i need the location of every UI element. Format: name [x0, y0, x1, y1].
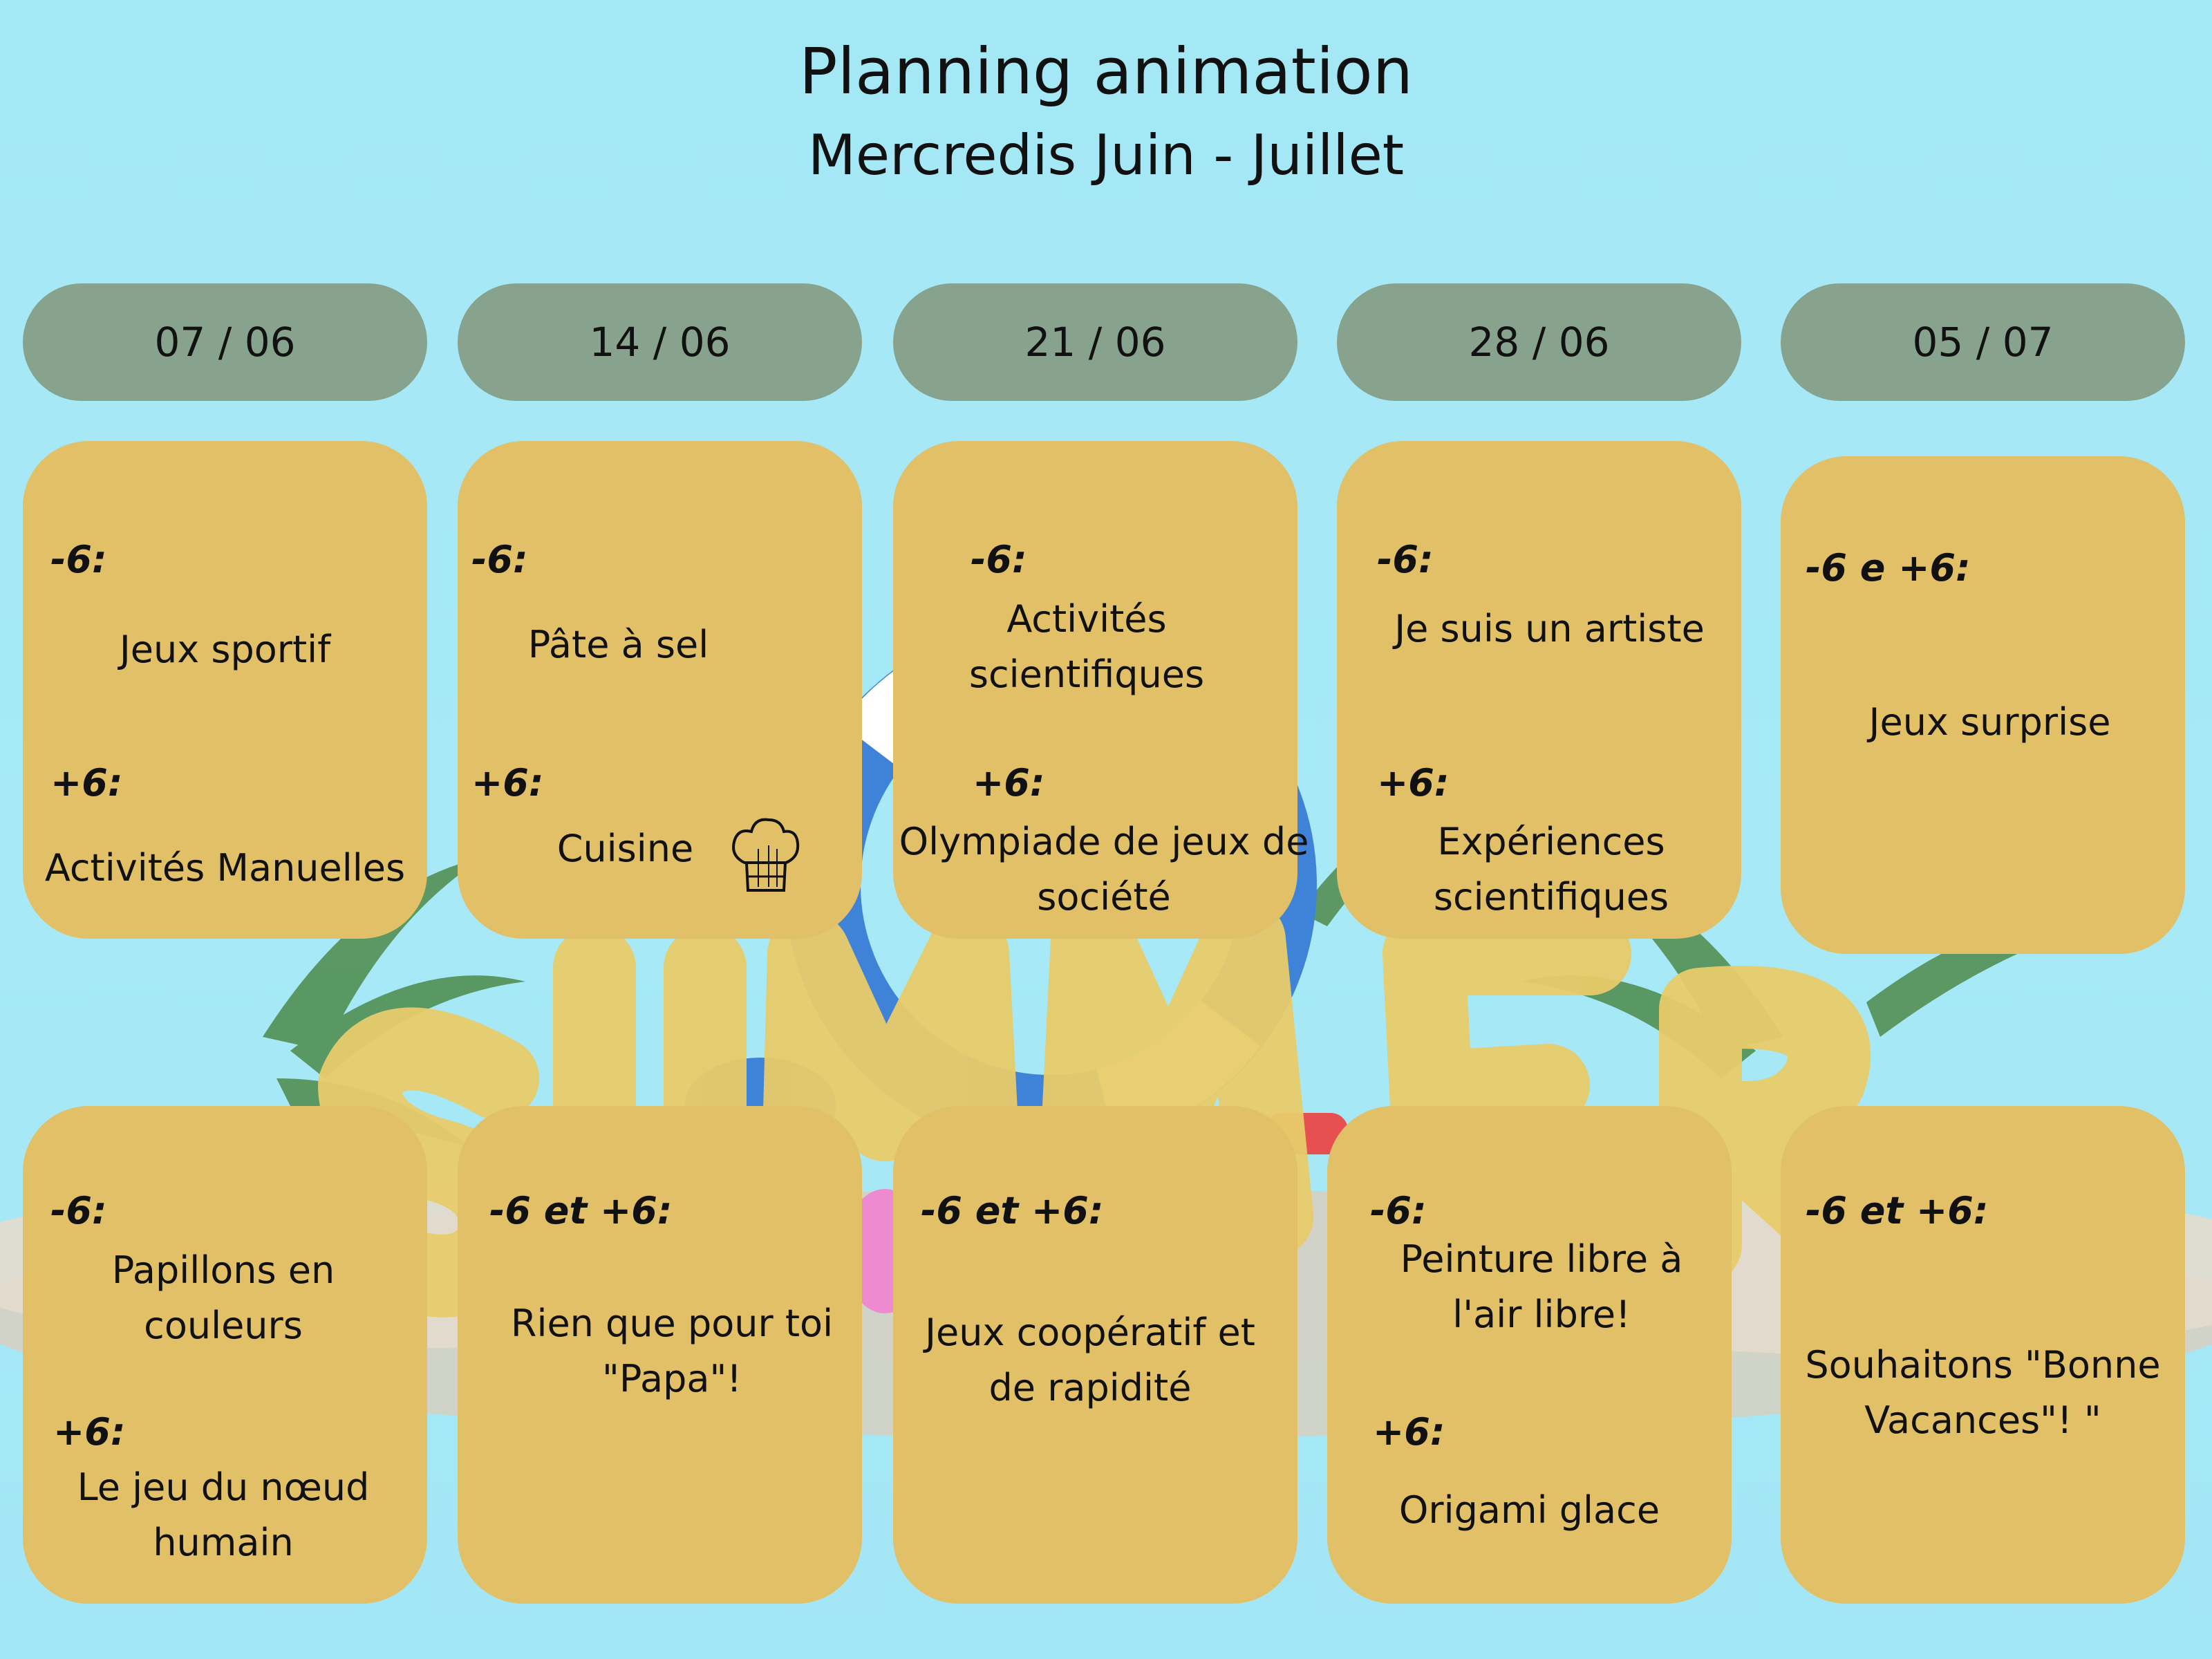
activity-text: Activités Manuelles [44, 846, 406, 890]
chef-hat-icon [732, 818, 800, 892]
activity-card: -6 et +6: Rien que pour toi "Papa"! [458, 1106, 862, 1604]
activity-card: -6: Papillons en couleurs +6: Le jeu du … [23, 1106, 427, 1604]
activity-card: -6: Activités scientifiques +6: Olympiad… [893, 441, 1309, 939]
age-group-label: -6 et +6: [489, 1189, 673, 1232]
age-group-label: -6 et +6: [921, 1189, 1104, 1232]
date-pill: 14 / 06 [458, 283, 862, 401]
date-pill: 28 / 06 [1337, 283, 1741, 401]
activity-card: -6: Peinture libre à l'air libre! +6: Or… [1327, 1106, 1732, 1604]
age-group-label: +6: [50, 761, 123, 805]
age-group-label: -6: [971, 538, 1027, 581]
activity-card: -6: Je suis un artiste +6: Expériences s… [1337, 441, 1741, 939]
activity-card: -6: Jeux sportif +6: Activités Manuelles [23, 441, 427, 939]
age-group-label: -6: [1370, 1189, 1427, 1232]
activity-text: Jeux coopératif et de rapidité [925, 1311, 1255, 1409]
age-group-label: +6: [53, 1410, 126, 1454]
activity-text: Activités scientifiques [968, 597, 1205, 696]
activity-text: Olympiade de jeux de société [899, 820, 1309, 919]
activity-card: -6 e +6: Jeux surprise [1781, 456, 2185, 954]
date-pill: 05 / 07 [1781, 283, 2185, 401]
age-group-label: -6: [471, 538, 528, 581]
page-title: Planning animation [798, 35, 1413, 109]
age-group-label: +6: [1373, 1410, 1445, 1454]
activity-text: Cuisine [556, 827, 694, 870]
age-group-label: -6: [50, 1189, 107, 1232]
page-subtitle: Mercredis Juin - Juillet [807, 123, 1405, 187]
activity-text: Je suis un artiste [1394, 607, 1705, 650]
activity-text: Pâte à sel [527, 623, 709, 666]
date-pill: 21 / 06 [893, 283, 1297, 401]
activity-text: Expériences scientifiques [1433, 820, 1669, 919]
age-group-label: -6 e +6: [1806, 546, 1971, 590]
activity-text: Jeux sportif [119, 628, 331, 671]
age-group-label: +6: [973, 761, 1045, 805]
activity-text: Rien que pour toi "Papa"! [510, 1302, 834, 1400]
age-group-label: -6: [50, 538, 107, 581]
age-group-label: -6: [1377, 538, 1434, 581]
activity-text: Souhaitons "Bonne Vacances"! " [1805, 1343, 2161, 1442]
activity-card: -6 et +6: Jeux coopératif et de rapidité [893, 1106, 1297, 1604]
activity-text: Le jeu du nœud humain [77, 1465, 370, 1564]
activity-text: Peinture libre à l'air libre! [1400, 1237, 1683, 1336]
activity-card: -6: Pâte à sel +6: Cuisine [458, 441, 862, 939]
activity-card: -6 et +6: Souhaitons "Bonne Vacances"! " [1781, 1106, 2185, 1604]
age-group-label: +6: [471, 761, 544, 805]
activity-text: Origami glace [1398, 1488, 1660, 1532]
age-group-label: -6 et +6: [1806, 1189, 1989, 1232]
age-group-label: +6: [1377, 761, 1450, 805]
date-pill: 07 / 06 [23, 283, 427, 401]
activity-text: Papillons en couleurs [111, 1248, 335, 1347]
activity-text: Jeux surprise [1868, 700, 2111, 744]
